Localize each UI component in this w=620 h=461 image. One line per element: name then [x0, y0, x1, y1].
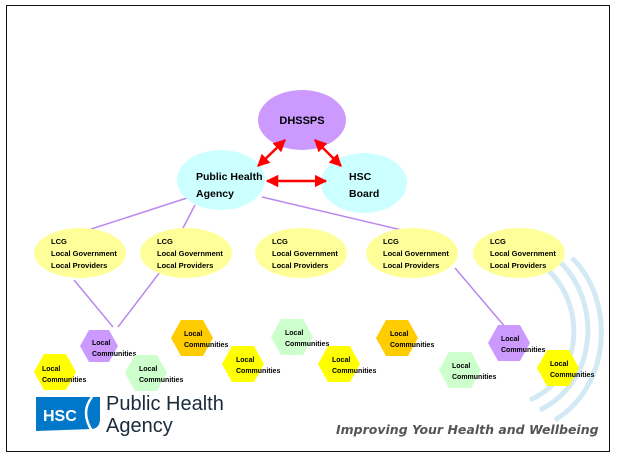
svg-text:Communities: Communities: [501, 347, 545, 354]
svg-text:Communities: Communities: [42, 377, 86, 384]
slide-border: [6, 5, 610, 452]
connector-line: [182, 204, 196, 229]
community-hexagon: Local Communities: [125, 355, 183, 391]
svg-text:Local Government: Local Government: [272, 249, 338, 258]
logo-name-line-1: Public Health: [106, 393, 224, 415]
svg-text:DHSSPS: DHSSPS: [279, 115, 324, 127]
connector-line: [73, 279, 114, 328]
svg-text:Local Government: Local Government: [383, 249, 449, 258]
svg-text:Communities: Communities: [236, 368, 280, 375]
svg-text:HSC: HSC: [43, 408, 77, 425]
lcg-node: LCG Local Government Local Providers: [140, 228, 232, 278]
svg-text:Local: Local: [550, 361, 568, 368]
svg-text:Communities: Communities: [390, 342, 434, 349]
community-hexagon: Local Communities: [376, 320, 434, 356]
svg-text:LCG: LCG: [51, 237, 67, 246]
svg-text:Local: Local: [42, 366, 60, 373]
svg-text:Agency: Agency: [196, 188, 234, 200]
svg-text:Communities: Communities: [92, 351, 136, 358]
hsc-board-node: HSC Board: [321, 153, 407, 213]
svg-text:Local Government: Local Government: [51, 249, 117, 258]
lcg-node: LCG Local Government Local Providers: [473, 228, 565, 278]
community-hexagon: Local Communities: [222, 346, 280, 382]
community-hexagon: Local Communities: [537, 350, 594, 386]
svg-text:Local Providers: Local Providers: [157, 261, 213, 270]
community-hexagon: Local Communities: [318, 346, 376, 382]
public-health-agency-node: Public Health Agency: [177, 150, 265, 210]
svg-text:Communities: Communities: [139, 377, 183, 384]
svg-text:Communities: Communities: [184, 342, 228, 349]
lcg-node: LCG Local Government Local Providers: [34, 228, 126, 278]
svg-text:HSC: HSC: [349, 171, 372, 183]
connector-line: [81, 197, 188, 233]
svg-text:Board: Board: [349, 188, 379, 200]
svg-text:LCG: LCG: [383, 237, 399, 246]
lcg-node: LCG Local Government Local Providers: [255, 228, 347, 278]
svg-text:Local Providers: Local Providers: [383, 261, 439, 270]
community-hexagon: Local Communities: [271, 319, 329, 355]
svg-text:Local: Local: [139, 366, 157, 373]
community-hexagon: Local Communities: [439, 352, 496, 388]
svg-text:Local Providers: Local Providers: [51, 261, 107, 270]
background-swoosh: [528, 256, 604, 423]
community-hexagon: Local Communities: [171, 320, 228, 356]
tagline: Improving Your Health and Wellbeing: [336, 422, 599, 437]
svg-text:Local: Local: [285, 330, 303, 337]
svg-text:Public Health: Public Health: [196, 171, 263, 183]
arrow-dhssps-pha: [257, 139, 286, 167]
svg-text:Local: Local: [332, 357, 350, 364]
svg-text:Communities: Communities: [452, 374, 496, 381]
community-hexagon: Local Communities: [80, 330, 136, 362]
svg-text:LCG: LCG: [490, 237, 506, 246]
svg-text:Local: Local: [92, 340, 110, 347]
svg-text:Communities: Communities: [550, 372, 594, 379]
connector-lines: [73, 196, 507, 329]
connector-line: [454, 267, 507, 329]
svg-text:Local: Local: [236, 357, 254, 364]
svg-text:Local Government: Local Government: [157, 249, 223, 258]
logo-name-line-2: Agency: [106, 415, 173, 437]
dhssps-node: DHSSPS: [258, 90, 346, 150]
svg-text:Local: Local: [184, 331, 202, 338]
connector-line: [117, 271, 161, 328]
svg-text:Local Providers: Local Providers: [272, 261, 328, 270]
svg-text:Local: Local: [501, 336, 519, 343]
svg-text:Communities: Communities: [285, 341, 329, 348]
hsc-logo-mark: HSC: [36, 396, 100, 432]
svg-text:Local: Local: [390, 331, 408, 338]
svg-text:LCG: LCG: [272, 237, 288, 246]
community-hexagon: Local Communities: [34, 354, 86, 390]
svg-text:Communities: Communities: [332, 368, 376, 375]
relationship-arrows: [257, 139, 342, 188]
svg-text:Local Providers: Local Providers: [490, 261, 546, 270]
arrow-dhssps-board: [314, 139, 342, 167]
svg-text:Local: Local: [452, 363, 470, 370]
svg-text:LCG: LCG: [157, 237, 173, 246]
community-hexagon: Local Communities: [488, 325, 545, 361]
connector-line: [261, 196, 411, 233]
svg-text:Local Government: Local Government: [490, 249, 556, 258]
lcg-node: LCG Local Government Local Providers: [366, 228, 458, 278]
